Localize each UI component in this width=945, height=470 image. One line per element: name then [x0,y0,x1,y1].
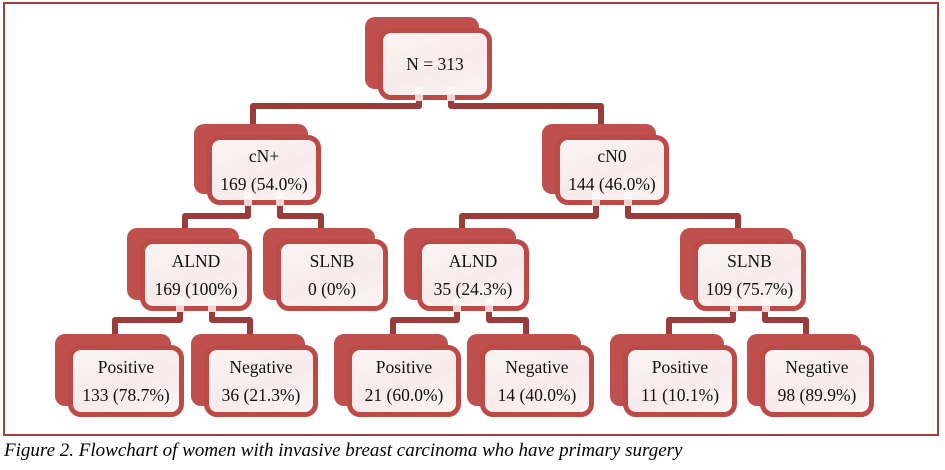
node-value: 98 (89.9%) [777,384,857,405]
edge-slnb109-pos [666,305,736,338]
node-plate: SLNB 0 (0%) [276,239,388,311]
node-plate: Negative 14 (40.0%) [480,345,594,417]
node-value: 144 (46.0%) [568,173,656,194]
node-slnb-cn0: SLNB 109 (75.7%) [680,228,806,312]
connector-stub [176,298,184,312]
connector-stub [276,192,284,206]
node-value: 35 (24.3%) [433,278,513,299]
node-value: 169 (100%) [154,278,238,299]
node-value: 36 (21.3%) [221,384,301,405]
connector-stub [761,298,770,312]
connector-stub [453,298,461,312]
connector-stub [592,192,600,206]
node-label: cN0 [597,146,627,167]
node-label: Positive [97,357,155,378]
node-value: 14 (40.0%) [497,384,577,405]
node-positive-slnb-cn0: Positive 11 (10.1%) [610,334,737,417]
node-negative-slnb-cn0: Negative 98 (89.9%) [747,334,874,417]
node-plate: Positive 11 (10.1%) [623,345,737,417]
node-value: 0 (0%) [307,278,357,299]
node-slnb-cnplus: SLNB 0 (0%) [263,228,388,311]
node-positive-alnd-cnplus: Positive 133 (78.7%) [55,334,184,417]
node-plate: ALND 169 (100%) [140,239,252,311]
connector-stub [624,192,632,206]
node-label: Positive [651,357,709,378]
node-value: 169 (54.0%) [220,173,308,194]
edge-slnb109-neg [762,305,809,338]
node-label: Negative [505,357,569,378]
node-negative-alnd-cn0: Negative 14 (40.0%) [467,334,594,417]
edge-alnd169-pos [112,305,183,338]
node-plate: cN0 144 (46.0%) [555,135,669,205]
edge-alnd35-neg [486,305,529,338]
node-label: SLNB [727,251,772,272]
node-alnd-cnplus: ALND 169 (100%) [127,228,252,312]
node-plate: Negative 36 (21.3%) [204,345,318,417]
edge-cnplus-alnd [182,199,251,232]
edge-cn0-slnb [625,199,741,232]
node-cn0: cN0 144 (46.0%) [542,124,669,206]
node-cn-plus: cN+ 169 (54.0%) [194,124,321,206]
node-plate: ALND 35 (24.3%) [417,239,529,311]
edge-alnd169-neg [209,305,253,338]
node-root: N = 313 [365,17,492,101]
connector-stub [208,298,216,312]
connector-stub [485,298,493,312]
node-positive-alnd-cn0: Positive 21 (60.0%) [334,334,461,417]
node-label: SLNB [309,251,355,272]
node-value: 21 (60.0%) [364,384,444,405]
node-plate: Positive 133 (78.7%) [68,345,184,417]
node-alnd-cn0: ALND 35 (24.3%) [404,228,529,312]
figure-caption: Figure 2. Flowchart of women with invasi… [4,440,683,461]
connector-stub [415,87,423,101]
node-label: Positive [375,357,433,378]
connector-stub [447,87,455,101]
node-plate: SLNB 109 (75.7%) [693,239,806,311]
node-plate: Negative 98 (89.9%) [760,345,874,417]
node-label: ALND [171,251,221,272]
node-negative-alnd-cnplus: Negative 36 (21.3%) [191,334,318,417]
node-plate: cN+ 169 (54.0%) [207,135,321,205]
node-plate: N = 313 [378,28,492,100]
node-label: ALND [448,251,498,272]
node-label: Negative [785,357,849,378]
edge-cn0-alnd [459,199,599,232]
edge-cnplus-slnb [277,199,324,232]
node-value: 109 (75.7%) [705,278,794,299]
connector-stub [729,298,738,312]
connector-stub [244,192,252,206]
node-label: N = 313 [406,53,464,74]
node-value: 11 (10.1%) [640,384,720,405]
node-label: cN+ [248,146,280,167]
edge-alnd35-pos [390,305,460,338]
node-value: 133 (78.7%) [82,384,170,405]
node-label: Negative [229,357,293,378]
node-plate: Positive 21 (60.0%) [347,345,461,417]
